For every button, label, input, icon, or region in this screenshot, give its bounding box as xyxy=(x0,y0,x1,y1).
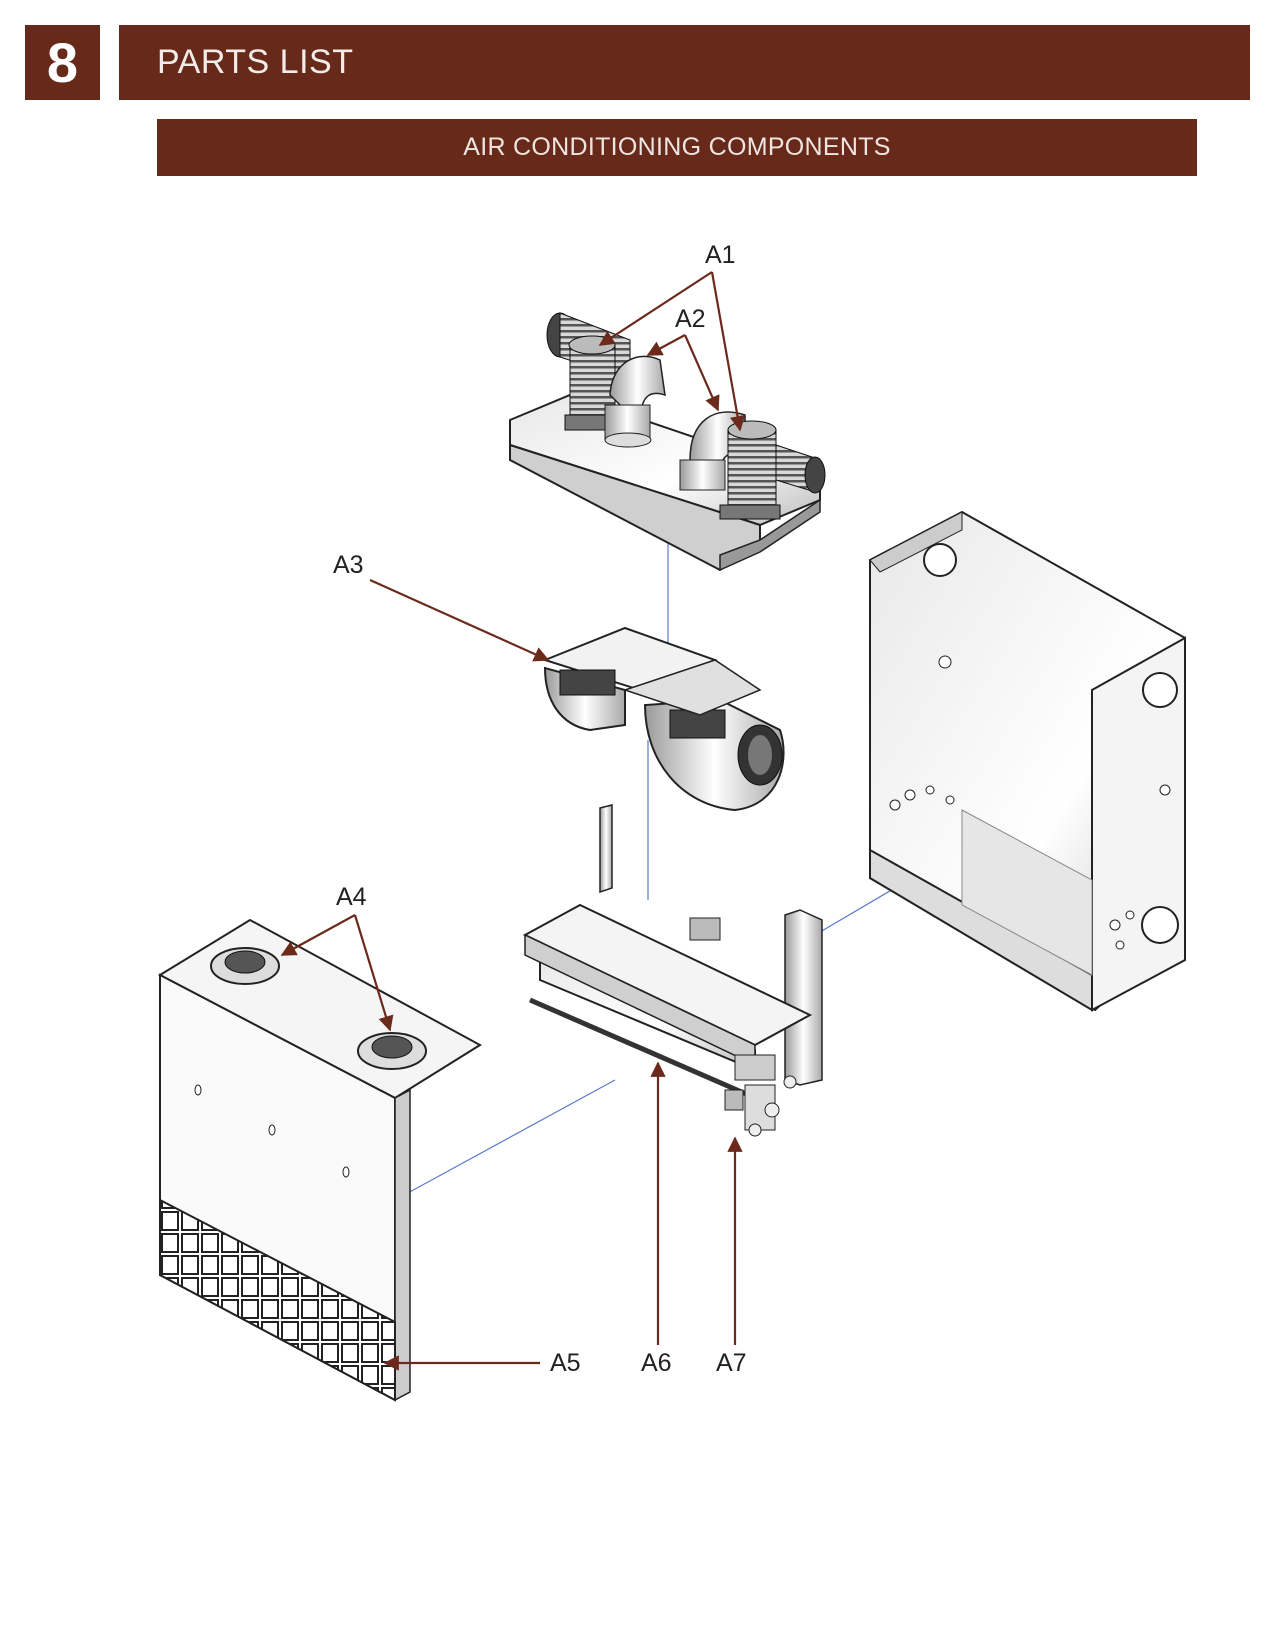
evaporator-coil-assembly xyxy=(522,804,823,1137)
expansion-valve-fittings xyxy=(724,1054,797,1137)
callout-a5: A5 xyxy=(550,1349,581,1377)
duct-plenum-assembly xyxy=(509,312,826,572)
callout-arrows xyxy=(280,271,746,1371)
callout-a1: A1 xyxy=(705,241,736,269)
return-air-grille xyxy=(159,1198,396,1402)
callout-a7: A7 xyxy=(716,1349,747,1377)
callout-a4: A4 xyxy=(336,883,367,911)
front-cover-panel xyxy=(157,918,482,1402)
callout-labels: A1 A2 A3 A4 A5 A6 A7 xyxy=(333,241,747,1377)
callout-a2: A2 xyxy=(675,305,706,333)
blower-fan-assembly xyxy=(542,626,785,812)
section-subtitle-text: AIR CONDITIONING COMPONENTS xyxy=(463,133,891,161)
page-title: PARTS LIST xyxy=(119,25,1250,100)
page-title-text: PARTS LIST xyxy=(157,43,354,81)
section-subtitle: AIR CONDITIONING COMPONENTS xyxy=(157,119,1197,176)
housing-cabinet xyxy=(869,510,1186,1012)
callout-a3: A3 xyxy=(333,551,364,579)
section-number: 8 xyxy=(25,25,100,100)
callout-a6: A6 xyxy=(641,1349,672,1377)
